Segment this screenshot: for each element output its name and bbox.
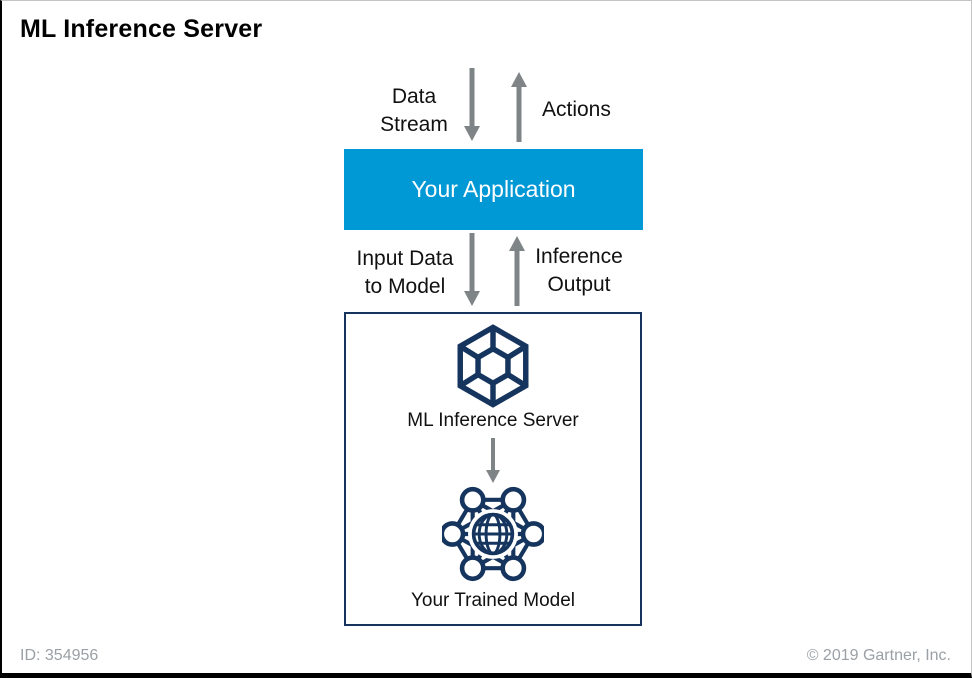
input-data-label: Input Data to Model <box>335 245 475 301</box>
ml-inference-server-label: ML Inference Server <box>407 410 579 431</box>
data-stream-line1: Data <box>391 85 437 108</box>
inference-output-label: Inference Output <box>509 243 649 299</box>
inference-output-line2: Output <box>547 273 611 296</box>
input-data-line2: to Model <box>364 275 446 298</box>
your-application-label: Your Application <box>411 176 576 202</box>
document-id-label: ID: 354956 <box>20 647 99 664</box>
arrow-up-icon <box>509 236 525 306</box>
arrow-down-icon <box>464 233 480 306</box>
actions-label: Actions <box>542 98 611 121</box>
your-application-box: Your Application <box>344 149 643 230</box>
inference-output-line1: Inference <box>535 245 623 268</box>
arrow-down-icon <box>485 438 501 484</box>
ml-inference-server-box: ML Inference Server <box>344 312 642 626</box>
mesh-network-globe-icon <box>439 486 547 582</box>
arrow-up-icon <box>511 72 527 142</box>
data-stream-label: Data Stream <box>354 83 474 139</box>
your-trained-model-label: Your Trained Model <box>410 590 576 611</box>
page-title: ML Inference Server <box>20 15 263 43</box>
wireframe-cube-icon <box>451 324 535 408</box>
copyright-label: © 2019 Gartner, Inc. <box>806 647 951 664</box>
arrow-down-icon <box>464 68 480 141</box>
data-stream-line2: Stream <box>380 113 448 136</box>
input-data-line1: Input Data <box>356 247 454 270</box>
